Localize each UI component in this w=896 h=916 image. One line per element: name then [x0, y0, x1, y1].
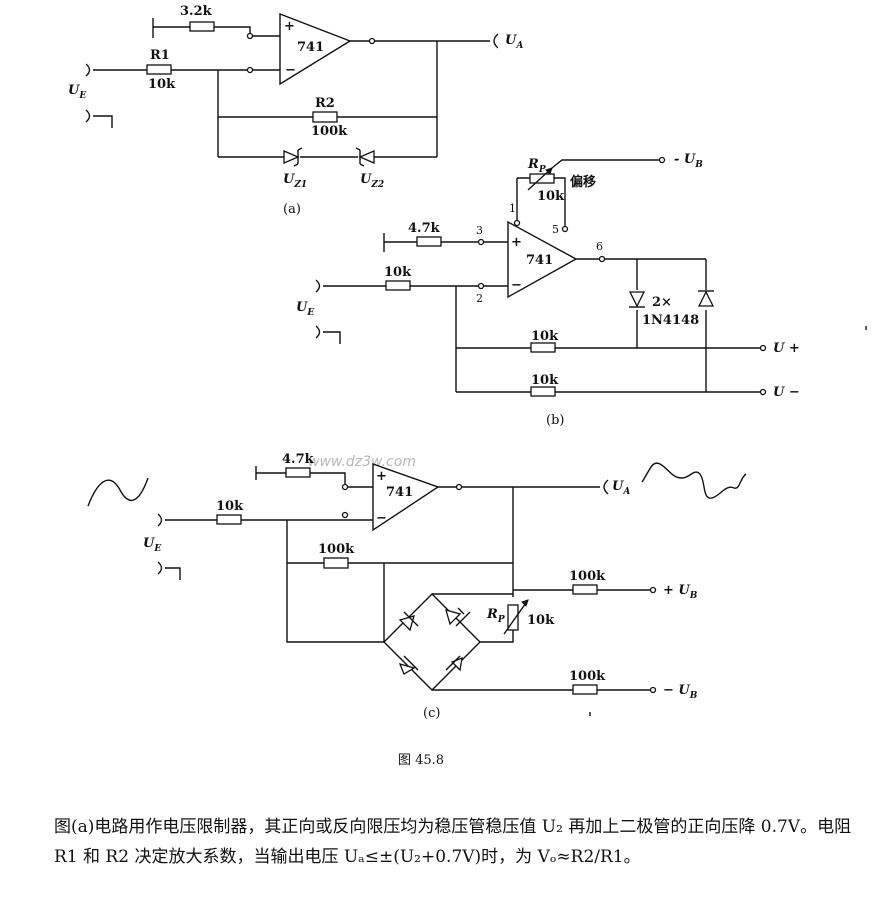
output-ua-a: UA	[505, 33, 523, 51]
input-ue-c: UE	[143, 536, 161, 554]
resistor-3.2k	[189, 21, 215, 32]
opamp-741-b	[507, 220, 578, 299]
label-a: (a)	[283, 202, 301, 217]
resistor-r1	[146, 64, 172, 75]
r2-value: 100k	[311, 124, 348, 139]
r-fb-value-c: 100k	[318, 542, 355, 557]
output-ua-c: UA	[612, 479, 630, 497]
input-waveform	[87, 477, 149, 507]
opamp-label-a: 741	[297, 40, 324, 55]
resistor-10k-input-c	[216, 514, 242, 525]
bridge-diode-4	[445, 655, 463, 672]
opamp-741-c	[372, 463, 440, 532]
pin5: 5	[552, 223, 559, 236]
rp-label-c: RP	[486, 607, 505, 625]
bridge-diode-1	[398, 611, 419, 632]
svg-text:−: −	[285, 63, 296, 78]
r-top-value-c: 100k	[569, 569, 606, 584]
opamp-label-b: 741	[526, 253, 553, 268]
bridge-diode-2	[445, 607, 471, 627]
svg-text:−: −	[511, 278, 522, 293]
rp-note-b: 偏移	[570, 174, 596, 190]
rp-value-b: 10k	[537, 189, 565, 204]
diode-1n4148-2	[697, 290, 715, 307]
r-bottom-value-c: 100k	[569, 669, 606, 684]
opamp-label-c: 741	[386, 485, 413, 500]
circuit-c: www.dz3w.com 4.7k 741 + − 10k UE UA 100k	[87, 452, 747, 721]
r-plus-value-c: 4.7k	[282, 452, 315, 467]
resistor-100k-fb-c	[323, 557, 349, 569]
bridge-diode-3	[398, 655, 419, 675]
caption-text: 图(a)电路用作电压限制器，其正向或反向限压均为稳压管稳压值 U₂ 再加上二极管…	[54, 817, 852, 867]
resistor-100k-bottom-c	[572, 684, 598, 695]
r-input-value: 3.2k	[180, 4, 213, 19]
zener2-label: UZ2	[360, 172, 384, 190]
input-ue-b: UE	[296, 300, 314, 318]
pin2: 2	[476, 292, 483, 305]
pin1: 1	[509, 202, 516, 215]
diode-1n4148-1	[628, 291, 646, 308]
r-in-value-c: 10k	[216, 499, 244, 514]
resistor-10k-input-b	[385, 280, 411, 291]
input-ue-a: UE	[68, 83, 86, 101]
output-waveform	[641, 462, 747, 499]
circuit-diagram: 3.2k 741 + − UA R1 10k UE R2 100k	[68, 4, 867, 768]
zener-diode-uz1	[283, 147, 303, 167]
watermark: www.dz3w.com	[308, 454, 416, 470]
potentiometer-rp-c	[507, 604, 519, 631]
supply-minus-c: − UB	[663, 683, 698, 701]
circuit-b: - UB RP 偏移 10k 1 5 4.7k 3 741 + − 10k 2 …	[296, 152, 867, 428]
figure-title: 图 45.8	[398, 753, 444, 768]
out-plus-b: U +	[773, 341, 800, 356]
supply-plus-c: + UB	[663, 583, 698, 601]
pin6: 6	[596, 240, 603, 253]
svg-text:−: −	[376, 511, 387, 526]
resistor-10k-fb1-b	[530, 342, 556, 353]
rp-value-c: 10k	[527, 613, 555, 628]
zener1-label: UZ1	[283, 172, 307, 190]
label-b: (b)	[546, 413, 564, 428]
resistor-10k-fb2-b	[530, 386, 556, 397]
zener-diode-uz2	[355, 147, 375, 167]
pin3: 3	[476, 224, 483, 237]
diodes-count: 2×	[652, 295, 672, 310]
diode-type: 1N4148	[642, 313, 699, 328]
svg-text:+: +	[284, 19, 295, 34]
resistor-4.7k-c	[285, 467, 311, 478]
label-c: (c)	[423, 706, 440, 721]
potentiometer-rp-b	[529, 173, 555, 184]
r-plus-value-b: 4.7k	[408, 221, 441, 236]
out-minus-b: U −	[773, 385, 800, 400]
circuit-a: 3.2k 741 + − UA R1 10k UE R2 100k	[68, 4, 523, 217]
svg-text:+: +	[511, 235, 522, 250]
svg-text:+: +	[376, 469, 387, 484]
r1-value: 10k	[148, 77, 176, 92]
r2-name: R2	[315, 96, 335, 111]
r-fb2-value-b: 10k	[531, 373, 559, 388]
r1-name: R1	[150, 48, 170, 63]
r-in-value-b: 10k	[384, 265, 412, 280]
resistor-r2	[312, 111, 338, 123]
rp-label-b: RP	[527, 157, 546, 175]
r-fb1-value-b: 10k	[531, 329, 559, 344]
neg-supply-b: - UB	[674, 152, 703, 170]
resistor-4.7k-b	[416, 236, 442, 247]
opamp-741-a	[279, 12, 352, 86]
resistor-100k-top-c	[572, 584, 598, 595]
